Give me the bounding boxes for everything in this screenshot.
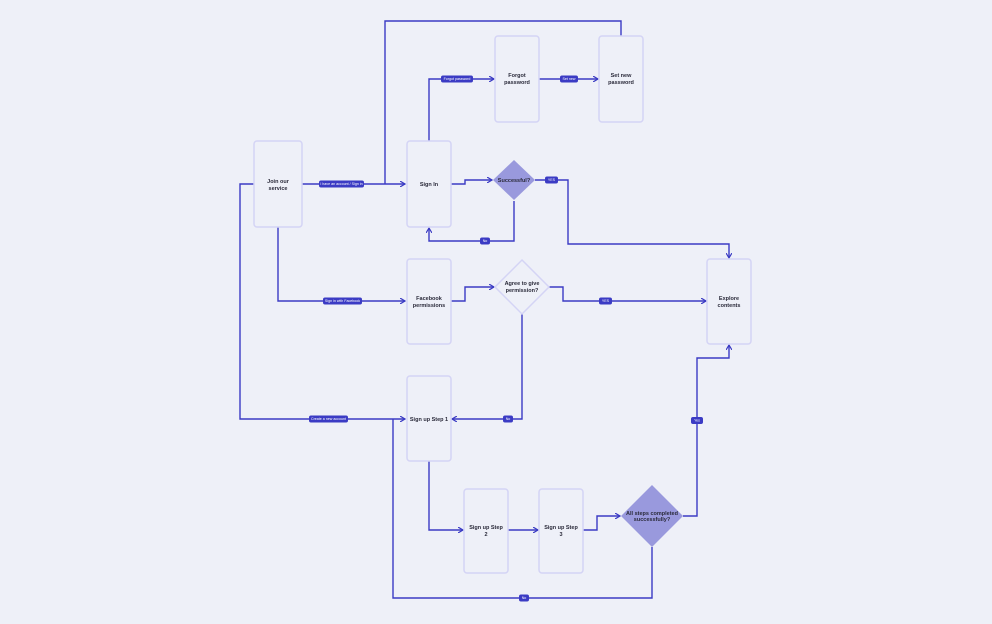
edge-label-successful-yes: YES (545, 176, 558, 184)
edge-label-set-new: Set new (560, 75, 578, 83)
decision-label: Successful? (498, 178, 531, 184)
node-signin[interactable]: Sign In (406, 140, 452, 228)
svg-text:YES: YES (548, 178, 556, 182)
node-label: permissions (413, 303, 445, 309)
edge-step1-step2 (428, 461, 463, 530)
node-label: service (269, 186, 288, 192)
svg-text:I have an account / Sign in: I have an account / Sign in (320, 182, 362, 186)
node-label: Forgot (508, 73, 526, 79)
edge-successful-yes (535, 179, 729, 258)
node-label: 3 (559, 532, 562, 538)
edge-successful-no (429, 201, 515, 242)
node-label: Facebook (416, 296, 443, 302)
decision-successful[interactable]: Successful? (493, 160, 535, 200)
edge-label-create: Create a new account (309, 415, 348, 423)
node-label: Set new (611, 73, 633, 79)
svg-text:Set new: Set new (563, 77, 576, 81)
edge-label-successful-no: No (480, 237, 490, 245)
svg-text:Create a new account: Create a new account (311, 417, 346, 421)
edge-signin-successful (451, 180, 492, 185)
edge-label-all-yes: Yes (691, 417, 703, 424)
edge-label-agree-yes: YES (599, 297, 612, 305)
svg-text:Forgot password: Forgot password (444, 77, 471, 81)
node-label: 2 (484, 532, 487, 538)
decision-label: Agree to give (505, 281, 540, 287)
edge-agree-yes (549, 286, 706, 301)
svg-text:No: No (483, 239, 488, 243)
edge-label-all-no: No (519, 594, 529, 602)
svg-text:No: No (506, 417, 511, 421)
edge-label-facebook: Sign in with Facebook (323, 297, 362, 305)
node-label: Sign up Step 1 (410, 417, 448, 423)
edge-signin-forgot (428, 79, 494, 141)
node-label: Join our (267, 179, 290, 185)
edge-to-setnew (384, 20, 622, 184)
edge-label-agree-no: No (503, 415, 513, 423)
edge-label-forgot: Forgot password (441, 75, 473, 83)
edge-agree-no (452, 314, 523, 419)
decision-label: All steps completed (626, 511, 678, 517)
decision-label: permission? (506, 288, 539, 294)
svg-text:No: No (522, 596, 527, 600)
node-label: password (608, 80, 634, 86)
node-label: contents (718, 303, 741, 309)
edge-join-facebook (277, 227, 405, 301)
svg-text:Sign in with Facebook: Sign in with Facebook (325, 299, 360, 303)
edge-label-have-account: I have an account / Sign in (319, 180, 364, 188)
edge-allsteps-yes (683, 345, 729, 517)
node-label: Sign In (420, 182, 439, 188)
svg-text:Yes: Yes (694, 419, 700, 423)
edge-facebook-agree (451, 287, 494, 302)
node-label: Explore (719, 296, 739, 302)
node-label: password (504, 80, 530, 86)
decision-label: successfully? (634, 517, 671, 523)
edge-step3-allsteps (583, 516, 620, 531)
node-label: Sign up Step (544, 525, 578, 531)
node-label: Sign up Step (469, 525, 503, 531)
svg-text:YES: YES (602, 299, 610, 303)
node-signup-step1[interactable]: Sign up Step 1 (406, 375, 452, 462)
